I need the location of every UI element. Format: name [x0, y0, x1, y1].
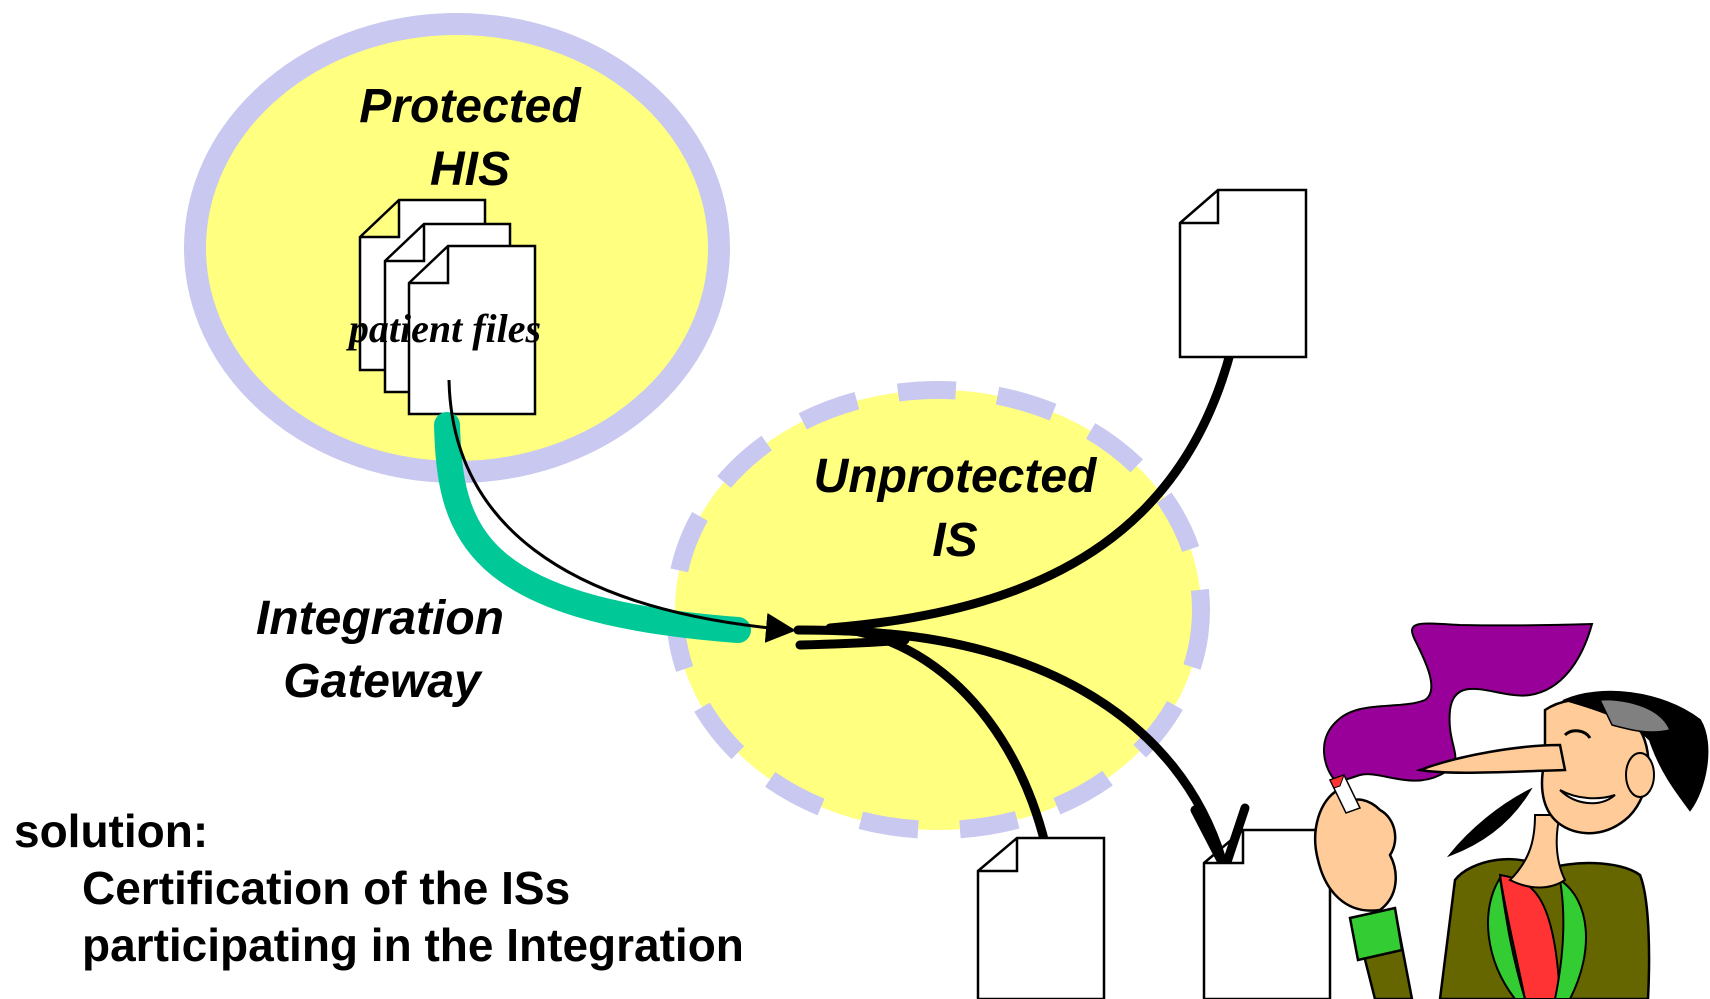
solution-heading: solution: [14, 805, 208, 857]
leaked-document-bottom-center [976, 836, 1106, 999]
solution-line2: participating in the Integration [82, 919, 744, 971]
cigarette-tip [1329, 774, 1345, 789]
integration-gateway-label-line2: Gateway [283, 655, 483, 708]
document-sheet-front [407, 244, 537, 416]
integration-gateway-flow [434, 379, 796, 643]
grin [1559, 789, 1616, 805]
protected-his-title-line1: Protected [359, 80, 582, 133]
ear [1625, 752, 1655, 798]
protected-his-zone: Protected HIS patient files [184, 13, 730, 483]
leak-arrow-bottom-right-head [1190, 803, 1250, 880]
scarf-green-right [1553, 877, 1587, 999]
protected-his-title-line2: HIS [430, 143, 510, 196]
gateway-band [434, 412, 751, 643]
solution-block: solution: Certification of the ISs parti… [14, 805, 744, 971]
document-stack-icon [358, 198, 537, 416]
document-icon [976, 836, 1106, 999]
smoking-intruder-figure [1314, 622, 1709, 999]
scarf-green-left [1487, 875, 1527, 999]
smoke-plume [1322, 622, 1594, 782]
nose [1415, 743, 1567, 774]
hair-grey-streak [1598, 698, 1672, 733]
document-icon [1202, 828, 1332, 999]
leaked-document-upper-right [1178, 188, 1308, 359]
leak-arrow-bottom-right [855, 627, 1227, 865]
hand [1314, 788, 1397, 912]
leak-arrow-upper-right [825, 305, 1245, 633]
unprotected-is-title-line1: Unprotected [814, 450, 1098, 503]
integration-gateway-label-line1: Integration [256, 592, 504, 645]
document-icon [1178, 188, 1308, 359]
unprotected-is-title-line2: IS [932, 514, 977, 567]
gateway-arrow [447, 379, 796, 643]
chin-beard [1446, 787, 1533, 858]
neck [1508, 814, 1567, 889]
eye [1563, 729, 1592, 739]
leaked-document-bottom-right [1202, 828, 1332, 999]
solution-line1: Certification of the ISs [82, 862, 570, 914]
patient-files-label: patient files [346, 306, 541, 351]
cuff [1348, 906, 1404, 962]
